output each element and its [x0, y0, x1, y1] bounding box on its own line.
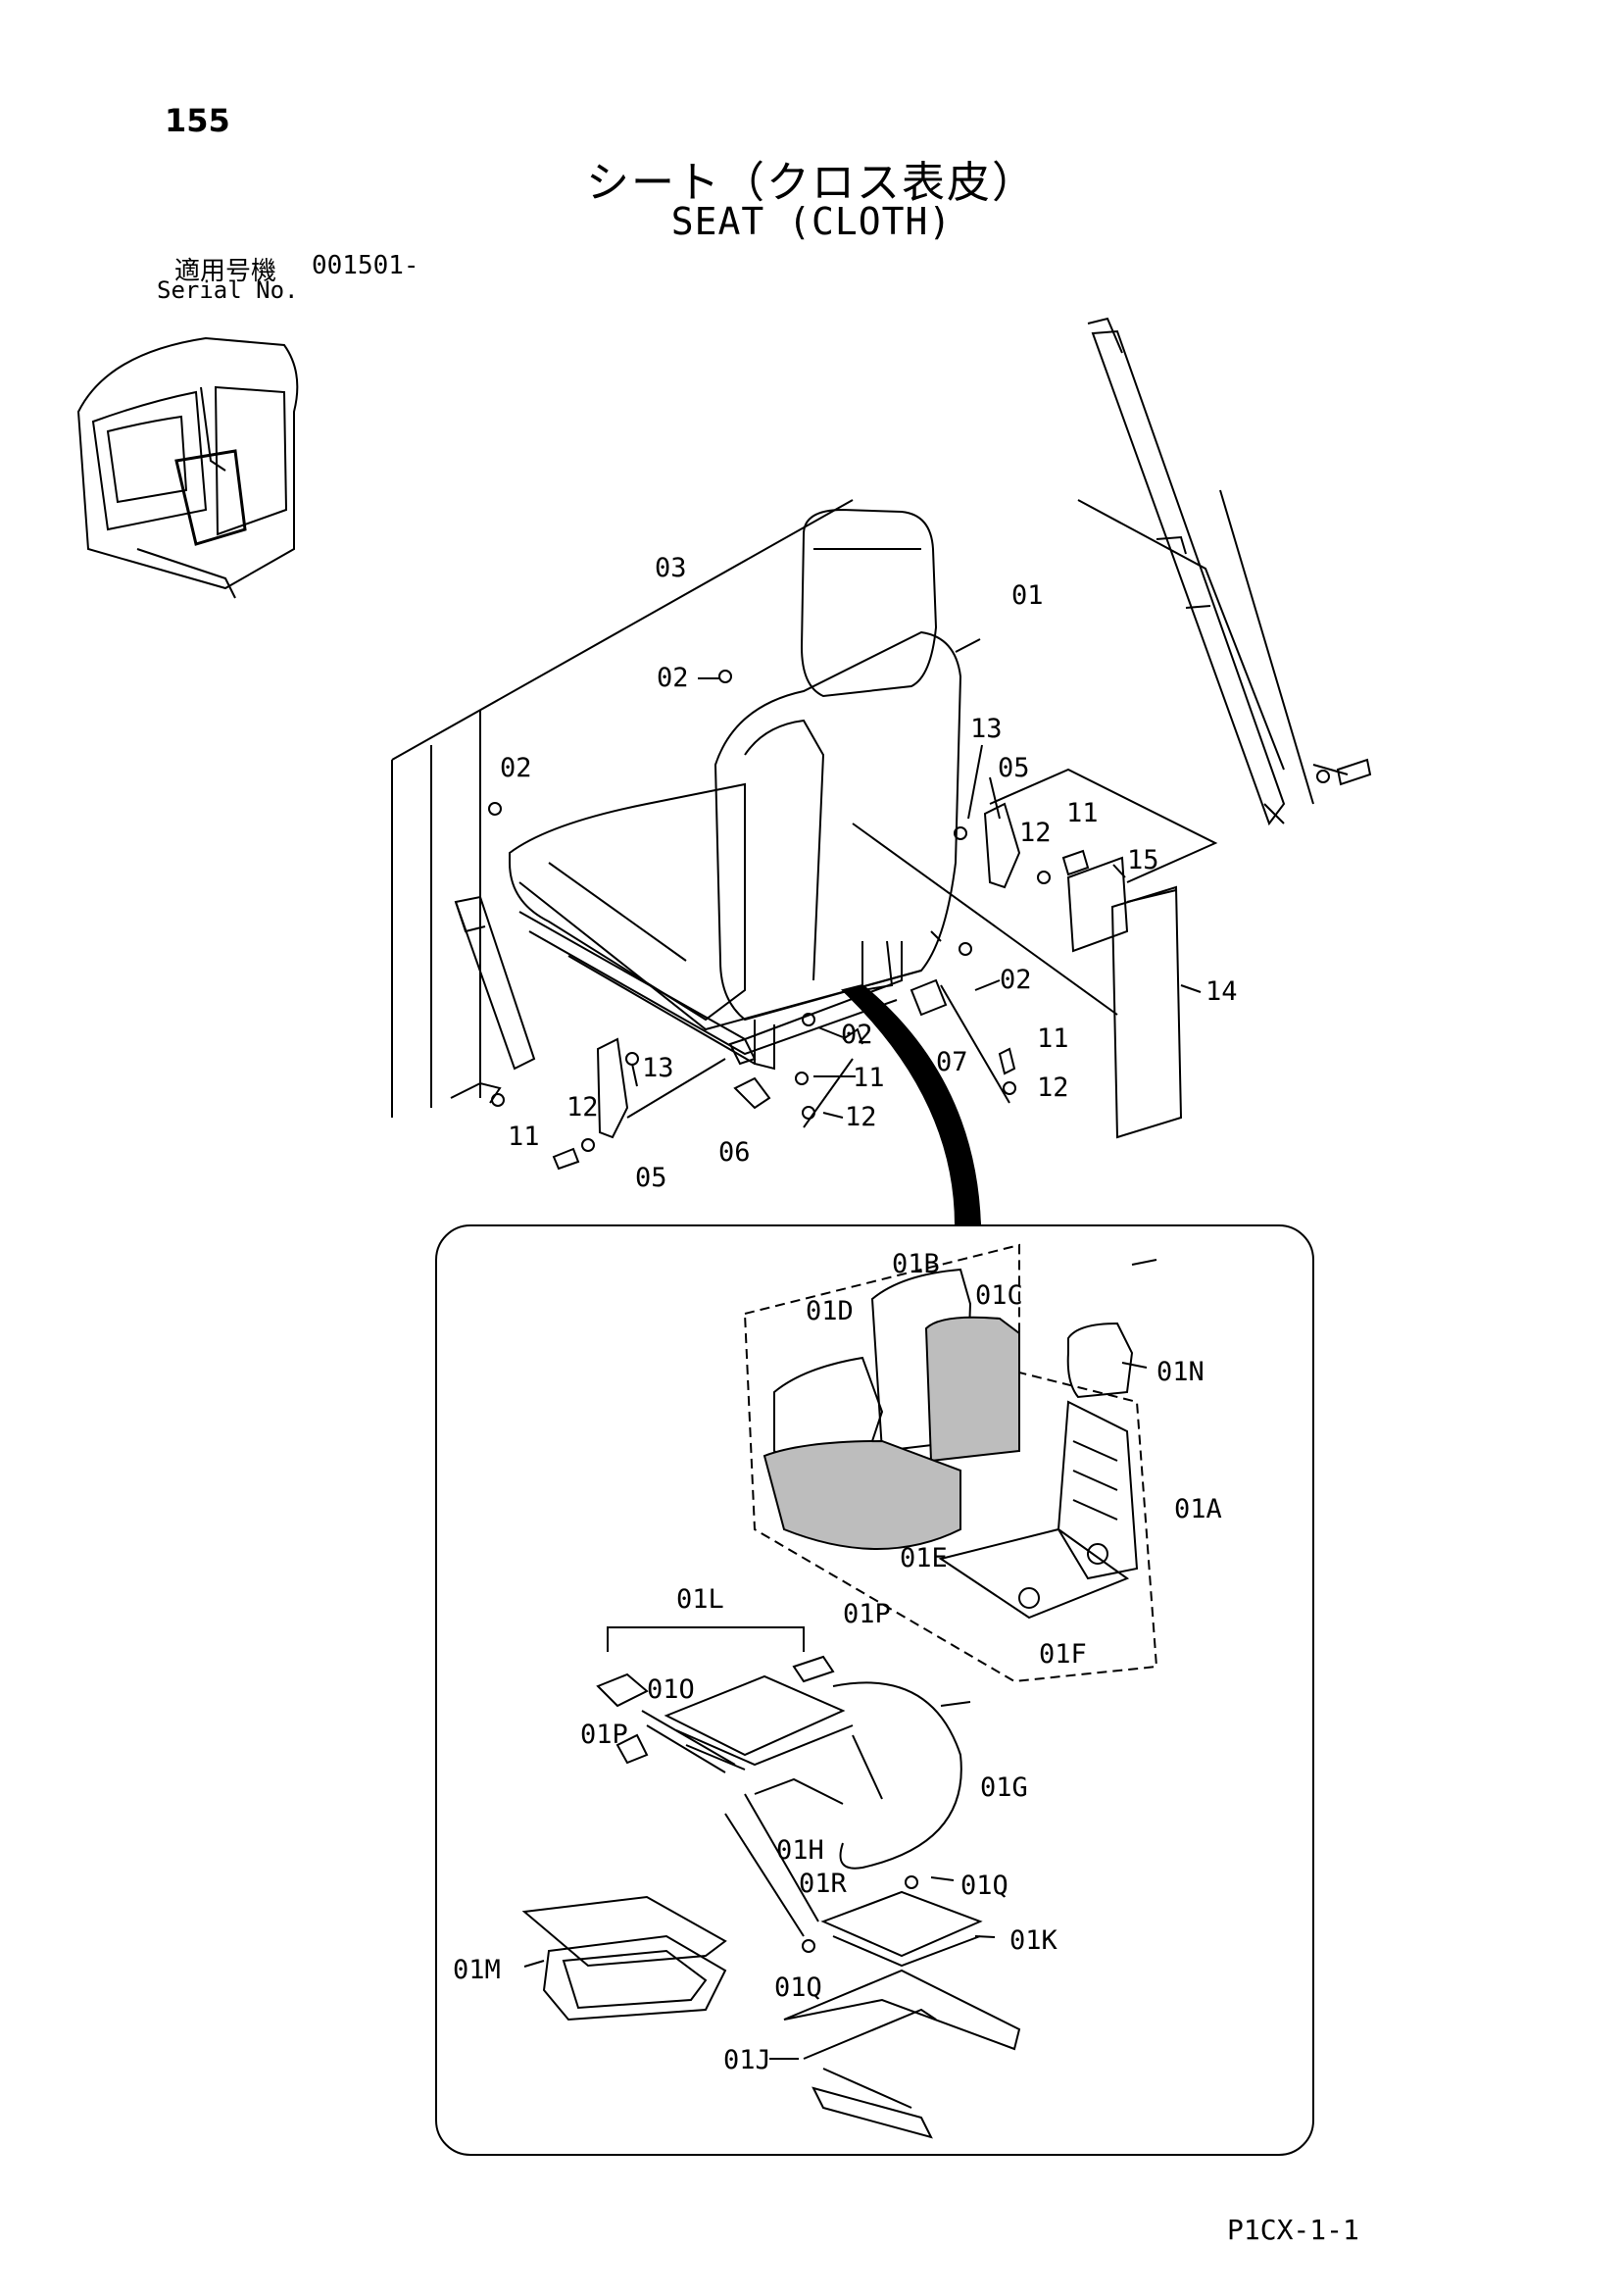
serial-label-japanese: 適用号機: [174, 257, 277, 286]
callout-06: 06: [718, 1137, 751, 1168]
callout-01Q-right: 01Q: [960, 1871, 1008, 1901]
callout-14: 14: [1205, 976, 1238, 1007]
callout-12-center: 12: [845, 1102, 877, 1132]
page-number: 155: [165, 102, 230, 139]
callout-12-right-lower: 12: [1037, 1073, 1069, 1103]
slide-mechanism: [521, 1626, 1021, 2139]
callout-13-left: 13: [642, 1053, 674, 1083]
callout-02-right: 02: [1000, 965, 1032, 995]
callout-12-left: 12: [566, 1092, 599, 1123]
callout-05-right: 05: [998, 753, 1030, 783]
callout-01P-lower: 01P: [580, 1720, 628, 1750]
callout-01H: 01H: [776, 1835, 824, 1866]
callout-01F: 01F: [1039, 1639, 1087, 1670]
callout-01N: 01N: [1156, 1357, 1205, 1387]
callout-05-left: 05: [635, 1163, 667, 1193]
callout-13-right: 13: [970, 714, 1003, 744]
page-title-english: SEAT (CLOTH): [670, 200, 953, 243]
serial-number-value: 001501-: [312, 251, 419, 280]
callout-01D: 01D: [806, 1296, 854, 1326]
callout-15: 15: [1127, 845, 1159, 875]
callout-11-right-lower: 11: [1037, 1023, 1069, 1054]
callout-01G: 01G: [980, 1772, 1028, 1803]
page-title-japanese: シート（クロス表皮）: [586, 158, 1037, 208]
cab-location-thumbnail: [76, 336, 299, 599]
callout-01A: 01A: [1174, 1494, 1222, 1524]
callout-01: 01: [1011, 580, 1044, 611]
callout-01J: 01J: [723, 2045, 771, 2075]
callout-01M: 01M: [453, 1955, 501, 1985]
seat-cushion-components: [762, 1268, 1139, 1620]
callout-01R: 01R: [799, 1869, 848, 1899]
callout-02-left: 02: [500, 753, 532, 783]
callout-01K: 01K: [1009, 1925, 1058, 1956]
page-code: P1CX-1-1: [1227, 2214, 1359, 2246]
callout-01L: 01L: [676, 1584, 724, 1615]
callout-02-upper: 02: [657, 663, 689, 693]
callout-01P-upper: 01P: [843, 1599, 891, 1629]
callout-12-right-upper: 12: [1019, 818, 1052, 848]
callout-01Q-lower: 01Q: [774, 1972, 822, 2003]
detail-view-frame: [435, 1224, 1314, 2156]
callout-11-left: 11: [508, 1122, 540, 1152]
callout-01C: 01C: [975, 1280, 1023, 1311]
callout-01E: 01E: [900, 1543, 948, 1573]
callout-02-lower: 02: [841, 1020, 873, 1050]
callout-01O: 01O: [647, 1674, 695, 1705]
callout-11-center: 11: [853, 1063, 885, 1093]
callout-03: 03: [655, 553, 687, 583]
callout-11-right-upper: 11: [1066, 798, 1099, 828]
seat-assembly-top: [391, 317, 1372, 1171]
callout-07: 07: [936, 1047, 968, 1077]
serial-label-english: Serial No.: [157, 276, 299, 304]
callout-01B: 01B: [892, 1249, 940, 1279]
